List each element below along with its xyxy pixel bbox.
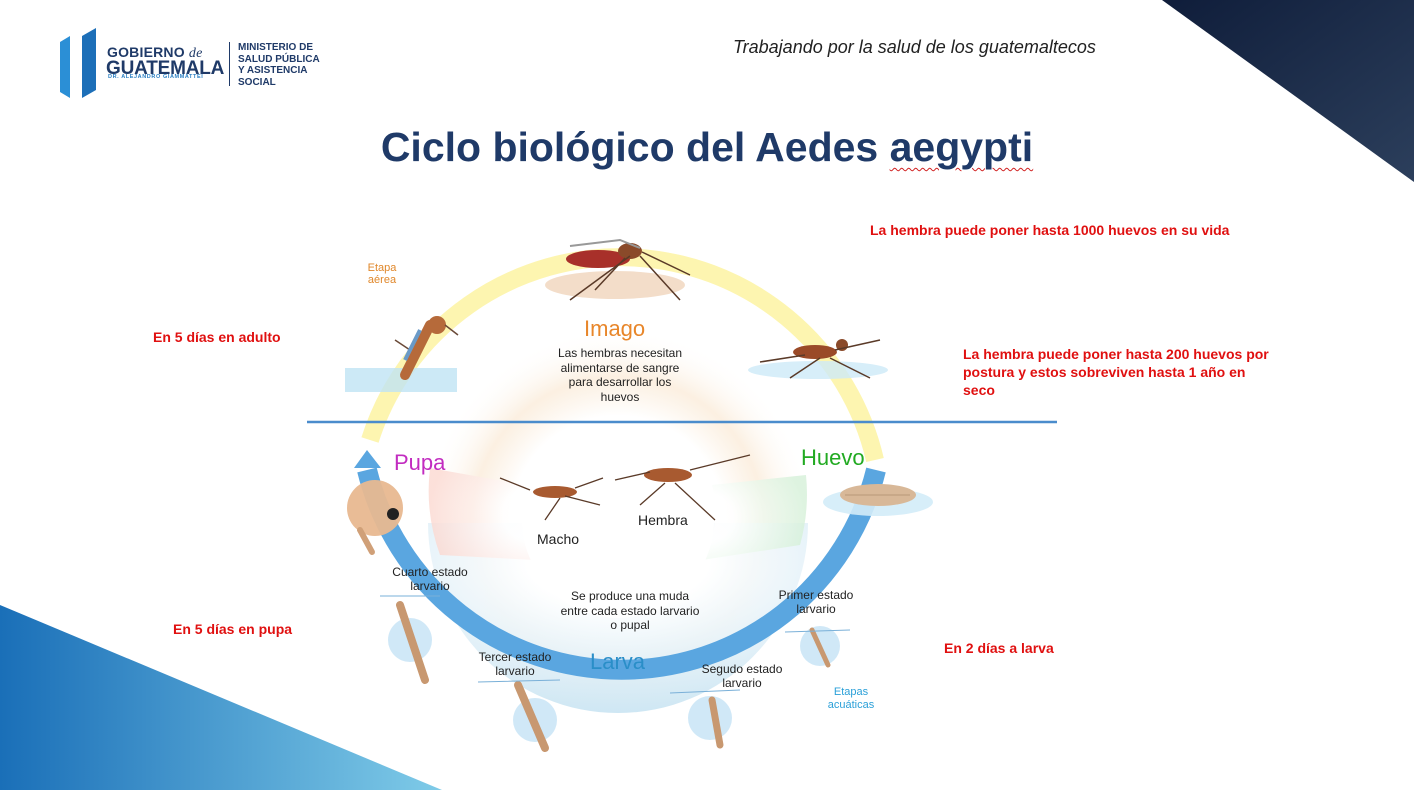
note-pupa: En 5 días en pupa	[173, 621, 293, 637]
guatemala-logo-mark	[60, 28, 96, 98]
note-hembra-200: La hembra puede poner hasta 200 huevos p…	[963, 346, 1269, 398]
stage-label-larva: Larva	[590, 649, 646, 674]
stage-label-huevo: Huevo	[801, 445, 865, 470]
mosquito-laying-illustration	[759, 339, 881, 379]
huevo-sector	[702, 475, 807, 560]
tercer-estado-label: Tercer estado larvario	[478, 650, 552, 678]
aquatic-arc	[357, 467, 886, 680]
etapa-aerea-label: Etapa aérea	[367, 262, 397, 286]
primer-estado-label: Primer estado larvario	[778, 588, 854, 616]
segundo-estado-label: Segudo estado larvario	[701, 662, 783, 690]
hembra-label: Hembra	[638, 512, 688, 528]
larva-sector	[428, 523, 808, 713]
cycle-arrow-head	[354, 450, 381, 468]
logo-president-text: DR. ALEJANDRO GIAMMATTEI	[108, 74, 204, 80]
bottom-left-corner-shape	[0, 605, 442, 790]
water-surface-lines	[380, 595, 851, 694]
pupa-sector	[428, 468, 535, 560]
logo-guatemala-text: GUATEMALA	[106, 58, 225, 79]
larva-4-illustration	[388, 601, 432, 684]
etapas-acuaticas-label: Etapas acuáticas	[827, 686, 875, 711]
mosquito-emerging-illustration	[394, 316, 459, 380]
header-tagline: Trabajando por la salud de los guatemalt…	[733, 37, 1096, 57]
logo-ministerio-text: MINISTERIO DE SALUD PÚBLICA Y ASISTENCIA…	[238, 42, 320, 88]
cuarto-estado-label: Cuarto estado larvario	[392, 565, 468, 593]
top-right-corner-shape	[1162, 0, 1414, 182]
note-adulto: En 5 días en adulto	[153, 329, 281, 345]
macho-label: Macho	[537, 531, 580, 547]
eggs-illustration	[840, 484, 916, 506]
logo-divider	[229, 42, 230, 86]
center-mosquitoes-illustration	[499, 454, 751, 521]
stage-label-pupa: Pupa	[394, 450, 446, 475]
muda-description: Se produce una muda entre cada estado la…	[560, 589, 700, 632]
water-patch-1	[345, 368, 457, 392]
larva-1-illustration	[800, 626, 840, 668]
larva-2-illustration	[688, 696, 732, 749]
pupa-illustration	[347, 480, 403, 555]
imago-description: Las hembras necesitan alimentarse de san…	[557, 346, 683, 404]
water-patch-2	[748, 361, 888, 379]
logo-gobierno-text: GOBIERNO de	[107, 44, 203, 61]
note-hembra-1000: La hembra puede poner hasta 1000 huevos …	[870, 222, 1230, 238]
note-larva: En 2 días a larva	[944, 640, 1054, 656]
larva-3-illustration	[513, 681, 557, 752]
mosquito-imago-illustration	[545, 238, 691, 301]
stage-label-imago: Imago	[584, 316, 646, 341]
page-title: Ciclo biológico del Aedes aegypti	[380, 124, 1034, 170]
